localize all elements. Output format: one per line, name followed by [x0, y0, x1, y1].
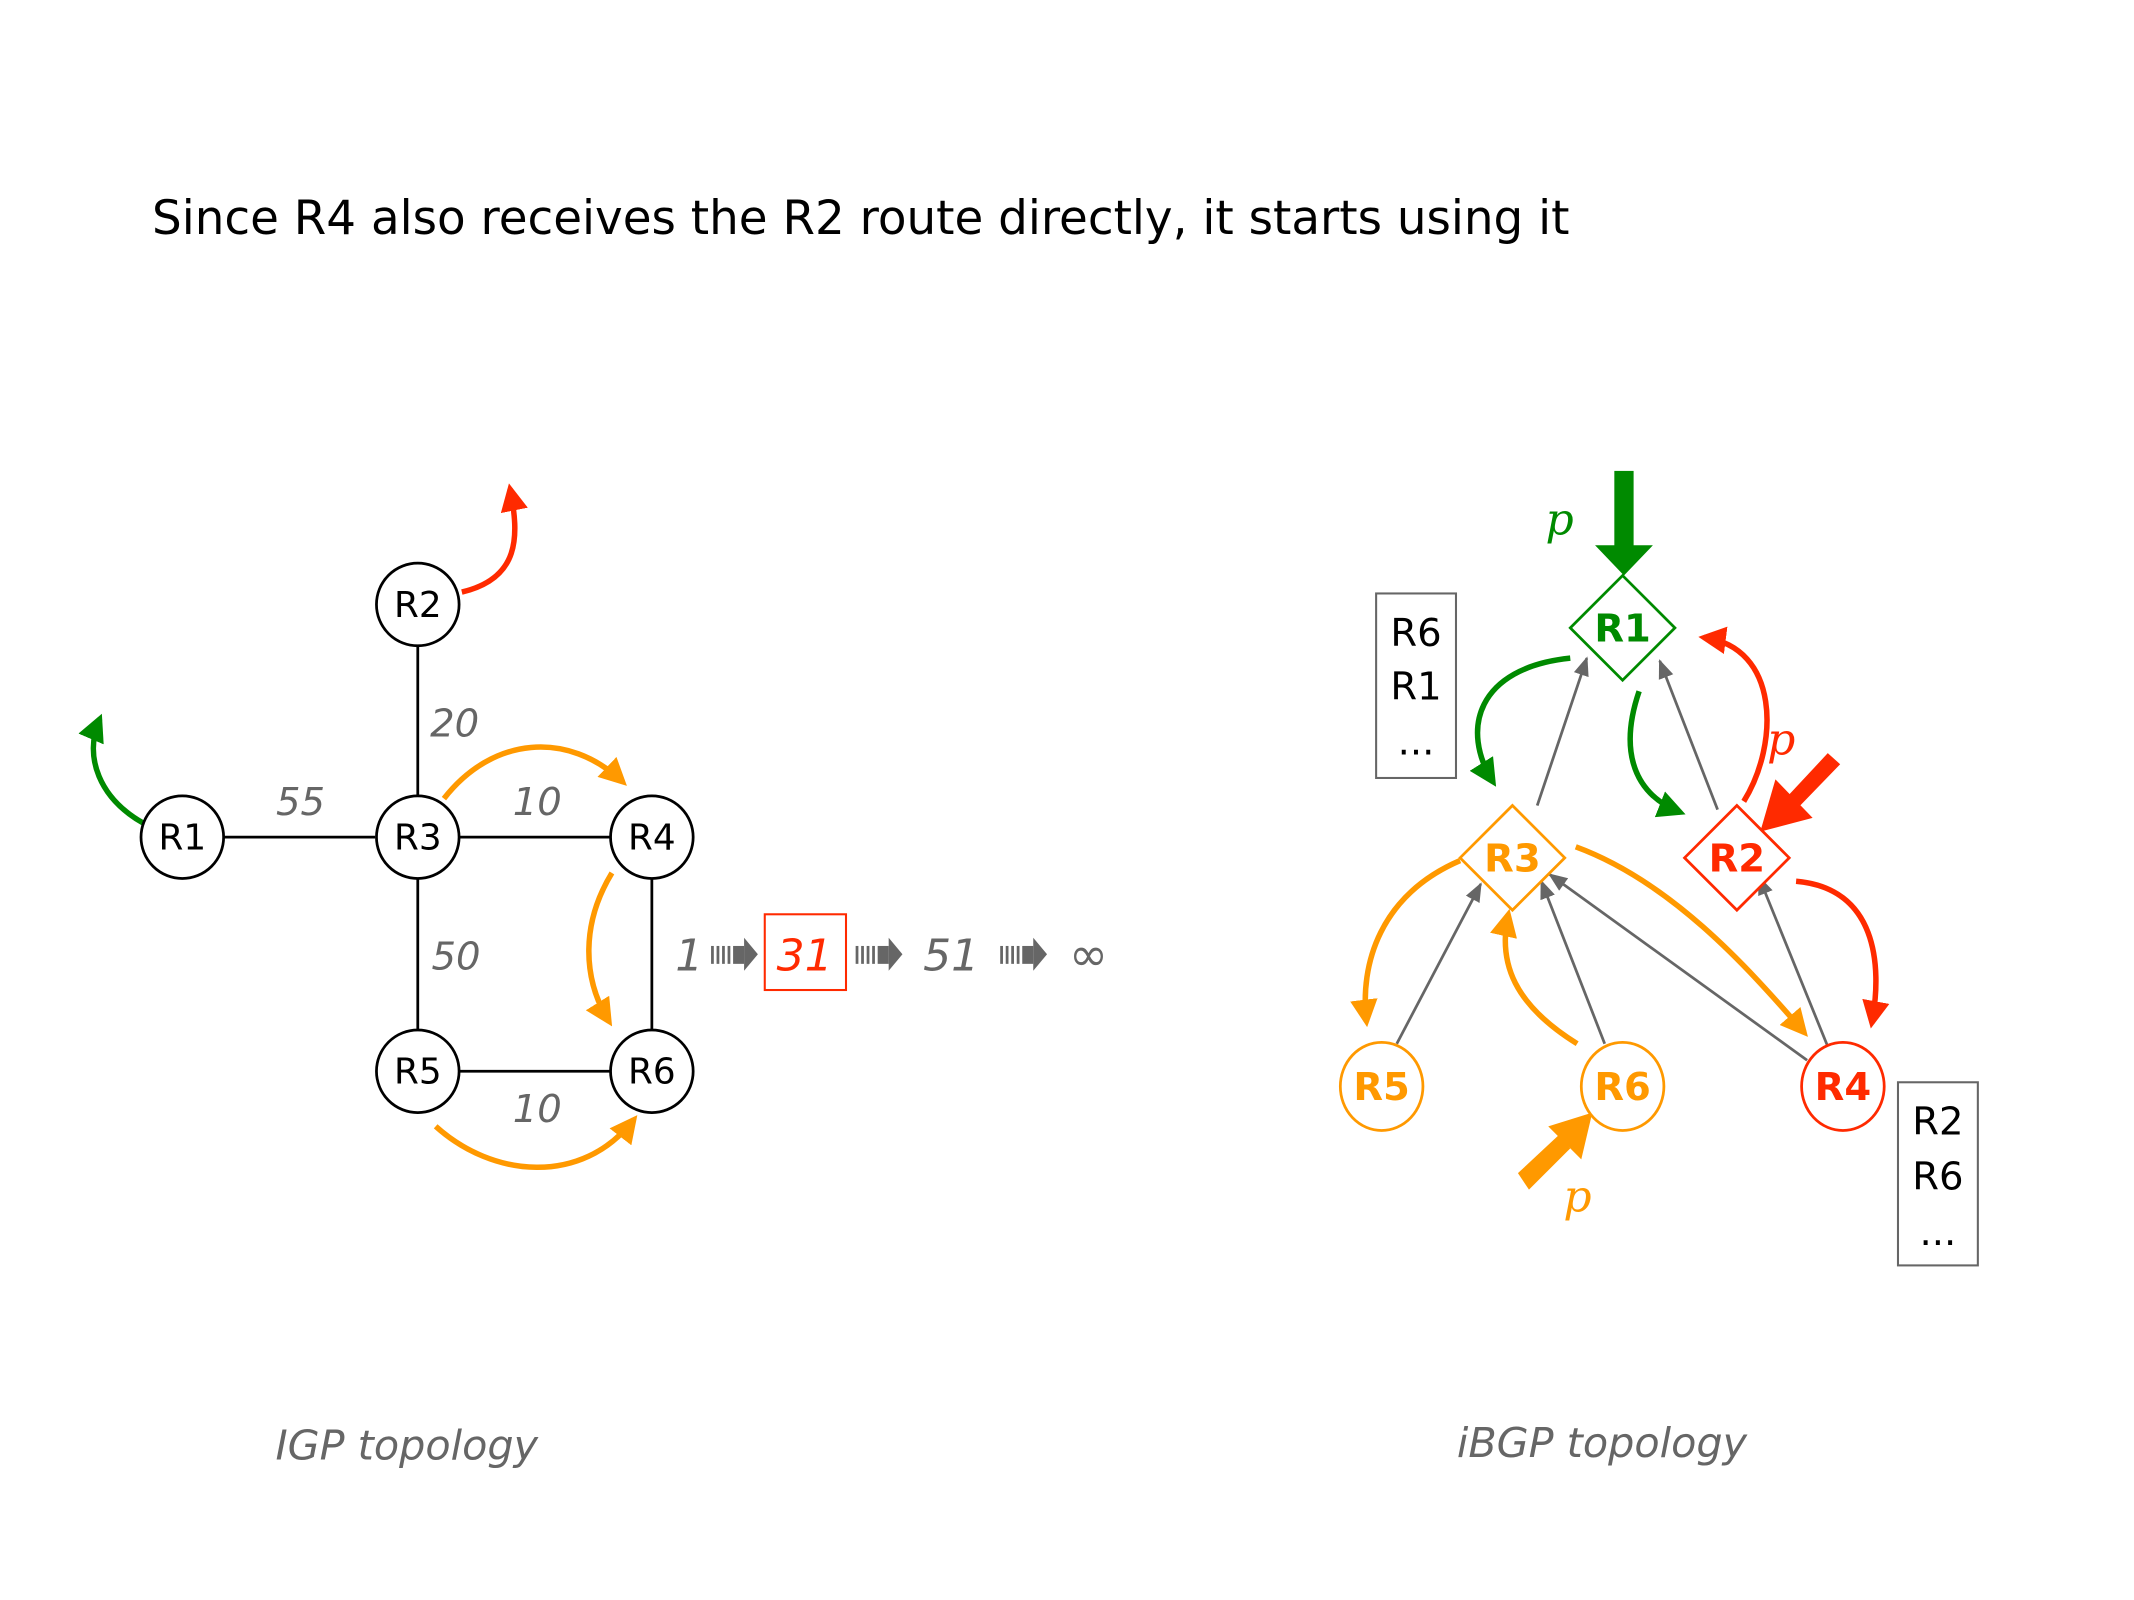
ibgp-node-r1: R1 [1568, 573, 1677, 683]
igp-node-r3: R3 [375, 794, 461, 880]
igp-node-r3-label: R3 [394, 818, 442, 859]
igp-caption: IGP topology [275, 1422, 538, 1470]
igp-node-r5: R5 [375, 1028, 461, 1114]
session-r3-r1 [1535, 656, 1589, 806]
igp-node-r1: R1 [139, 794, 226, 880]
r3-table-entry: R6 [1390, 611, 1441, 656]
session-r5-r3 [1395, 882, 1482, 1045]
flow-arrow-r3-r4 [441, 744, 627, 801]
r4-route-table: R2 R6 ... [1896, 1081, 1979, 1267]
igp-node-r6: R6 [609, 1028, 695, 1114]
sequence-value-2: 31 [777, 931, 833, 982]
sequence-value-4: ∞ [1069, 929, 1108, 983]
igp-node-r6-label: R6 [628, 1052, 676, 1093]
igp-node-r2-label: R2 [394, 585, 442, 626]
igp-node-r5-label: R5 [394, 1052, 442, 1093]
ibgp-node-r1-label: R1 [1594, 607, 1651, 652]
igp-node-r4-label: R4 [628, 818, 676, 859]
prop-orange-r3-r5 [1350, 858, 1462, 1028]
weight-sequence: 1 31 51 ∞ [675, 913, 1108, 992]
ibgp-node-r2: R2 [1682, 803, 1792, 913]
ibgp-node-r3: R3 [1458, 803, 1567, 913]
sequence-value-3: 51 [923, 931, 979, 982]
egress-arrow-r2 [461, 483, 528, 595]
sequence-value-1: 1 [675, 931, 703, 982]
prefix-label-r2: p [1767, 715, 1795, 766]
slide-title: Since R4 also receives the R2 route dire… [152, 192, 1569, 246]
prop-red-r2-r1 [1698, 626, 1770, 803]
r4-table-entry: R6 [1912, 1155, 1963, 1200]
sequence-arrow-icon [855, 937, 903, 971]
ibgp-node-r2-label: R2 [1709, 837, 1766, 882]
session-r6-r3 [1540, 879, 1606, 1045]
prop-orange-r3-r4 [1574, 844, 1808, 1037]
prop-red-r2-r4 [1795, 878, 1890, 1029]
weight-r3-r5: 50 [432, 934, 481, 979]
session-r4-r2 [1757, 875, 1830, 1047]
egress-arrow-r1 [78, 713, 146, 826]
ibgp-topology: p p p R1 R3 R2 [1338, 470, 1979, 1467]
ibgp-node-r5-label: R5 [1353, 1065, 1410, 1110]
prop-green-r1-r2 [1627, 690, 1686, 818]
prop-green-r1-r3 [1469, 655, 1571, 787]
ibgp-node-r6: R6 [1579, 1040, 1666, 1132]
flow-arrow-r4-r6 [585, 871, 615, 1027]
igp-topology: 55 20 10 50 10 R1 R2 R3 R4 R5 [78, 483, 1108, 1470]
ibgp-node-r4-label: R4 [1815, 1065, 1872, 1110]
r4-table-entry: R2 [1912, 1100, 1963, 1145]
prefix-label-r1: p [1545, 494, 1573, 545]
external-arrow-r1-icon [1595, 470, 1653, 576]
igp-node-r2: R2 [375, 561, 461, 648]
weight-r3-r4: 10 [513, 780, 562, 825]
weight-r5-r6: 10 [513, 1087, 562, 1132]
igp-node-r1-label: R1 [158, 818, 206, 859]
flow-arrow-r5-r6 [433, 1115, 638, 1171]
weight-r1-r3: 55 [276, 780, 325, 825]
prefix-label-r6: p [1563, 1172, 1591, 1223]
r3-table-entry: R1 [1390, 664, 1441, 709]
highlight-box [763, 913, 848, 992]
ibgp-node-r5: R5 [1338, 1040, 1425, 1132]
weight-r2-r3: 20 [430, 702, 479, 747]
session-r2-r1 [1658, 659, 1719, 811]
external-arrow-r2-icon [1760, 753, 1841, 832]
sequence-arrow-icon [711, 937, 758, 971]
r4-table-entry: ... [1920, 1210, 1957, 1255]
session-r4-r3 [1548, 873, 1808, 1062]
ibgp-node-r4: R4 [1800, 1040, 1886, 1132]
igp-node-r4: R4 [609, 794, 695, 880]
ibgp-node-r3-label: R3 [1484, 837, 1541, 882]
sequence-arrow-icon [1000, 937, 1048, 971]
ibgp-node-r6-label: R6 [1594, 1065, 1651, 1110]
r3-table-entry: ... [1398, 720, 1435, 765]
external-arrow-r6-icon [1517, 1112, 1593, 1190]
prop-orange-r6-r3 [1490, 908, 1579, 1047]
ibgp-caption: iBGP topology [1457, 1419, 1748, 1467]
r3-route-table: R6 R1 ... [1375, 592, 1458, 780]
